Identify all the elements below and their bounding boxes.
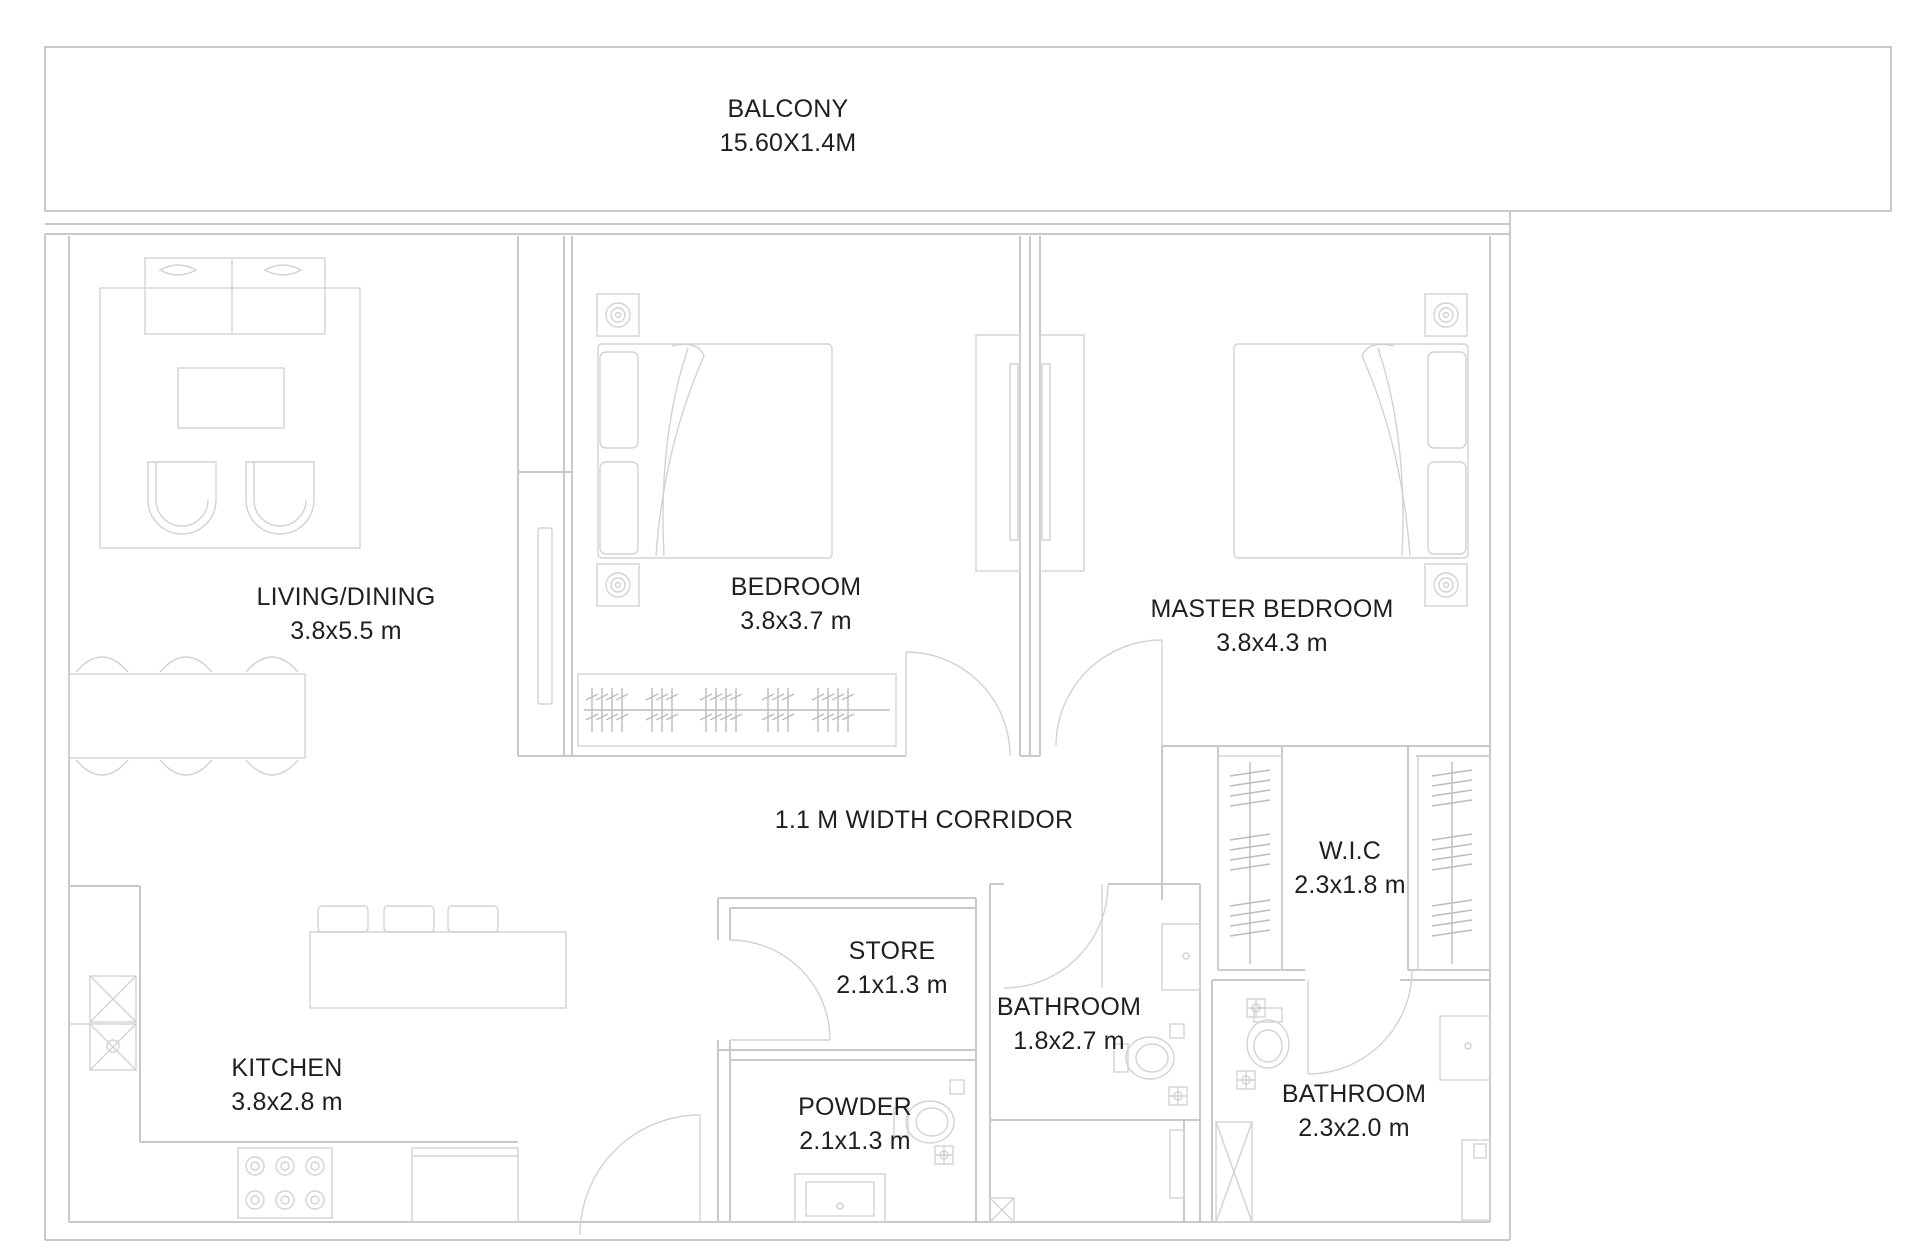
master-bedroom-name: MASTER BEDROOM bbox=[1150, 595, 1394, 623]
bedroom-furniture bbox=[537, 293, 1085, 747]
wic-label: W.I.C 2.3x1.8 m bbox=[1294, 834, 1406, 902]
balcony-size: 15.60X1.4M bbox=[719, 129, 857, 157]
powder-name: POWDER bbox=[798, 1093, 912, 1121]
wic-size: 2.3x1.8 m bbox=[1294, 871, 1406, 899]
wic-wardrobes bbox=[1217, 755, 1491, 971]
bathroom-2-name: BATHROOM bbox=[1281, 1080, 1427, 1108]
kitchen-size: 3.8x2.8 m bbox=[231, 1088, 343, 1116]
bathroom-fixtures bbox=[794, 923, 1491, 1223]
store-size: 2.1x1.3 m bbox=[836, 971, 948, 999]
corridor-name: 1.1 M WIDTH CORRIDOR bbox=[774, 806, 1074, 834]
kitchen-fixtures bbox=[69, 905, 567, 1223]
living-size: 3.8x5.5 m bbox=[290, 617, 402, 645]
bathroom-1-size: 1.8x2.7 m bbox=[1013, 1027, 1125, 1055]
store-name: STORE bbox=[848, 937, 936, 965]
bedroom-size: 3.8x3.7 m bbox=[740, 607, 852, 635]
balcony-name: BALCONY bbox=[727, 95, 849, 123]
living-name: LIVING/DINING bbox=[256, 583, 436, 611]
bathroom-2-size: 2.3x2.0 m bbox=[1298, 1114, 1410, 1142]
master-furniture bbox=[1233, 293, 1469, 607]
master-bedroom-label: MASTER BEDROOM 3.8x4.3 m bbox=[1150, 592, 1393, 660]
bathroom-2-label: BATHROOM 2.3x2.0 m bbox=[1282, 1077, 1426, 1145]
store-label: STORE 2.1x1.3 m bbox=[836, 934, 948, 1002]
wic-name: W.I.C bbox=[1318, 837, 1382, 865]
powder-label: POWDER 2.1x1.3 m bbox=[798, 1090, 912, 1158]
bathroom-1-name: BATHROOM bbox=[996, 993, 1142, 1021]
corridor-label: 1.1 M WIDTH CORRIDOR bbox=[775, 803, 1073, 837]
kitchen-name: KITCHEN bbox=[231, 1054, 343, 1082]
living-furniture bbox=[68, 257, 361, 776]
master-bedroom-size: 3.8x4.3 m bbox=[1216, 629, 1328, 657]
powder-size: 2.1x1.3 m bbox=[799, 1127, 911, 1155]
kitchen-label: KITCHEN 3.8x2.8 m bbox=[231, 1051, 343, 1119]
living-label: LIVING/DINING 3.8x5.5 m bbox=[256, 580, 435, 648]
balcony bbox=[44, 46, 1892, 235]
bedroom-name: BEDROOM bbox=[730, 573, 862, 601]
bedroom-label: BEDROOM 3.8x3.7 m bbox=[731, 570, 862, 638]
balcony-label: BALCONY 15.60X1.4M bbox=[720, 92, 857, 160]
bathroom-1-label: BATHROOM 1.8x2.7 m bbox=[997, 990, 1141, 1058]
doors bbox=[579, 639, 1413, 1236]
